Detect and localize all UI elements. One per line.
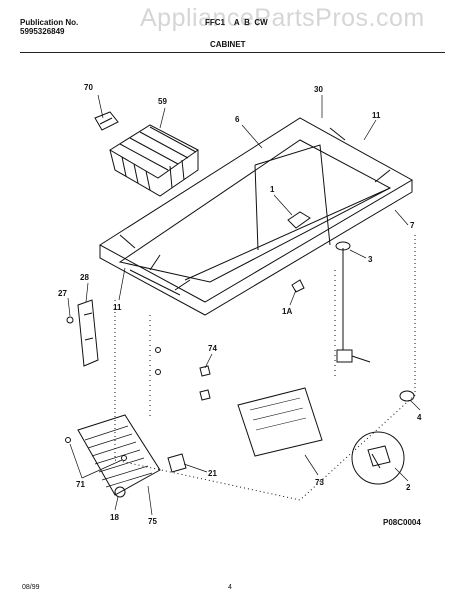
callout-11-top: 11 (372, 111, 381, 120)
callout-71: 71 (76, 480, 85, 489)
detail-circle (351, 431, 405, 485)
breaker-frame-outer (99, 117, 414, 303)
callout-7: 7 (410, 221, 415, 230)
callout-27: 27 (58, 289, 67, 298)
callout-11-left: 11 (113, 303, 122, 312)
cabinet-body (114, 235, 416, 501)
watermark: AppliancePartsPros.com (140, 4, 425, 32)
leveling-foot (399, 390, 415, 402)
hinge-screw (66, 316, 74, 324)
callout-2: 2 (406, 483, 411, 492)
header-rule (20, 52, 445, 53)
callout-1: 1 (270, 185, 275, 194)
callout-4: 4 (417, 413, 422, 422)
sensor-part (291, 279, 305, 293)
callout-30: 30 (314, 85, 323, 94)
footer-date: 08/99 (22, 584, 40, 591)
knob (114, 486, 126, 498)
hole-plugs (199, 365, 211, 401)
cabinet-liner (149, 270, 336, 420)
breaker-frame-inner (118, 139, 392, 283)
callout-28: 28 (80, 273, 89, 282)
callout-73: 73 (315, 478, 324, 487)
lid-hinge (77, 299, 99, 367)
section-title: CABINET (210, 40, 246, 49)
control-bracket (287, 211, 311, 229)
callout-70: 70 (84, 83, 93, 92)
breaker-corner-joints (119, 127, 391, 291)
callout-18: 18 (110, 513, 119, 522)
callout-3: 3 (368, 255, 373, 264)
serial-plate (237, 387, 323, 457)
footer-page: 4 (228, 584, 232, 591)
callout-1a: 1A (282, 307, 292, 316)
louvered-grille (77, 414, 161, 496)
basket-hanger (94, 111, 119, 131)
storage-basket (109, 124, 199, 197)
model-number: FFC1 A B CW (205, 18, 268, 27)
caster-detail (367, 445, 391, 469)
breaker-frame-depth (99, 180, 413, 316)
callout-59: 59 (158, 97, 167, 106)
callout-6: 6 (235, 115, 240, 124)
switch-block (167, 453, 187, 473)
publication-number: 5995326849 (20, 27, 65, 36)
front-strip (129, 187, 391, 296)
drain-tube (336, 248, 371, 363)
callout-75: 75 (148, 517, 157, 526)
callout-74: 74 (208, 344, 217, 353)
drawing-code: P08C0004 (383, 518, 421, 527)
drain-plug (335, 241, 351, 251)
inner-liner (254, 144, 331, 251)
callout-21: 21 (208, 469, 217, 478)
publication-label: Publication No. (20, 18, 79, 27)
